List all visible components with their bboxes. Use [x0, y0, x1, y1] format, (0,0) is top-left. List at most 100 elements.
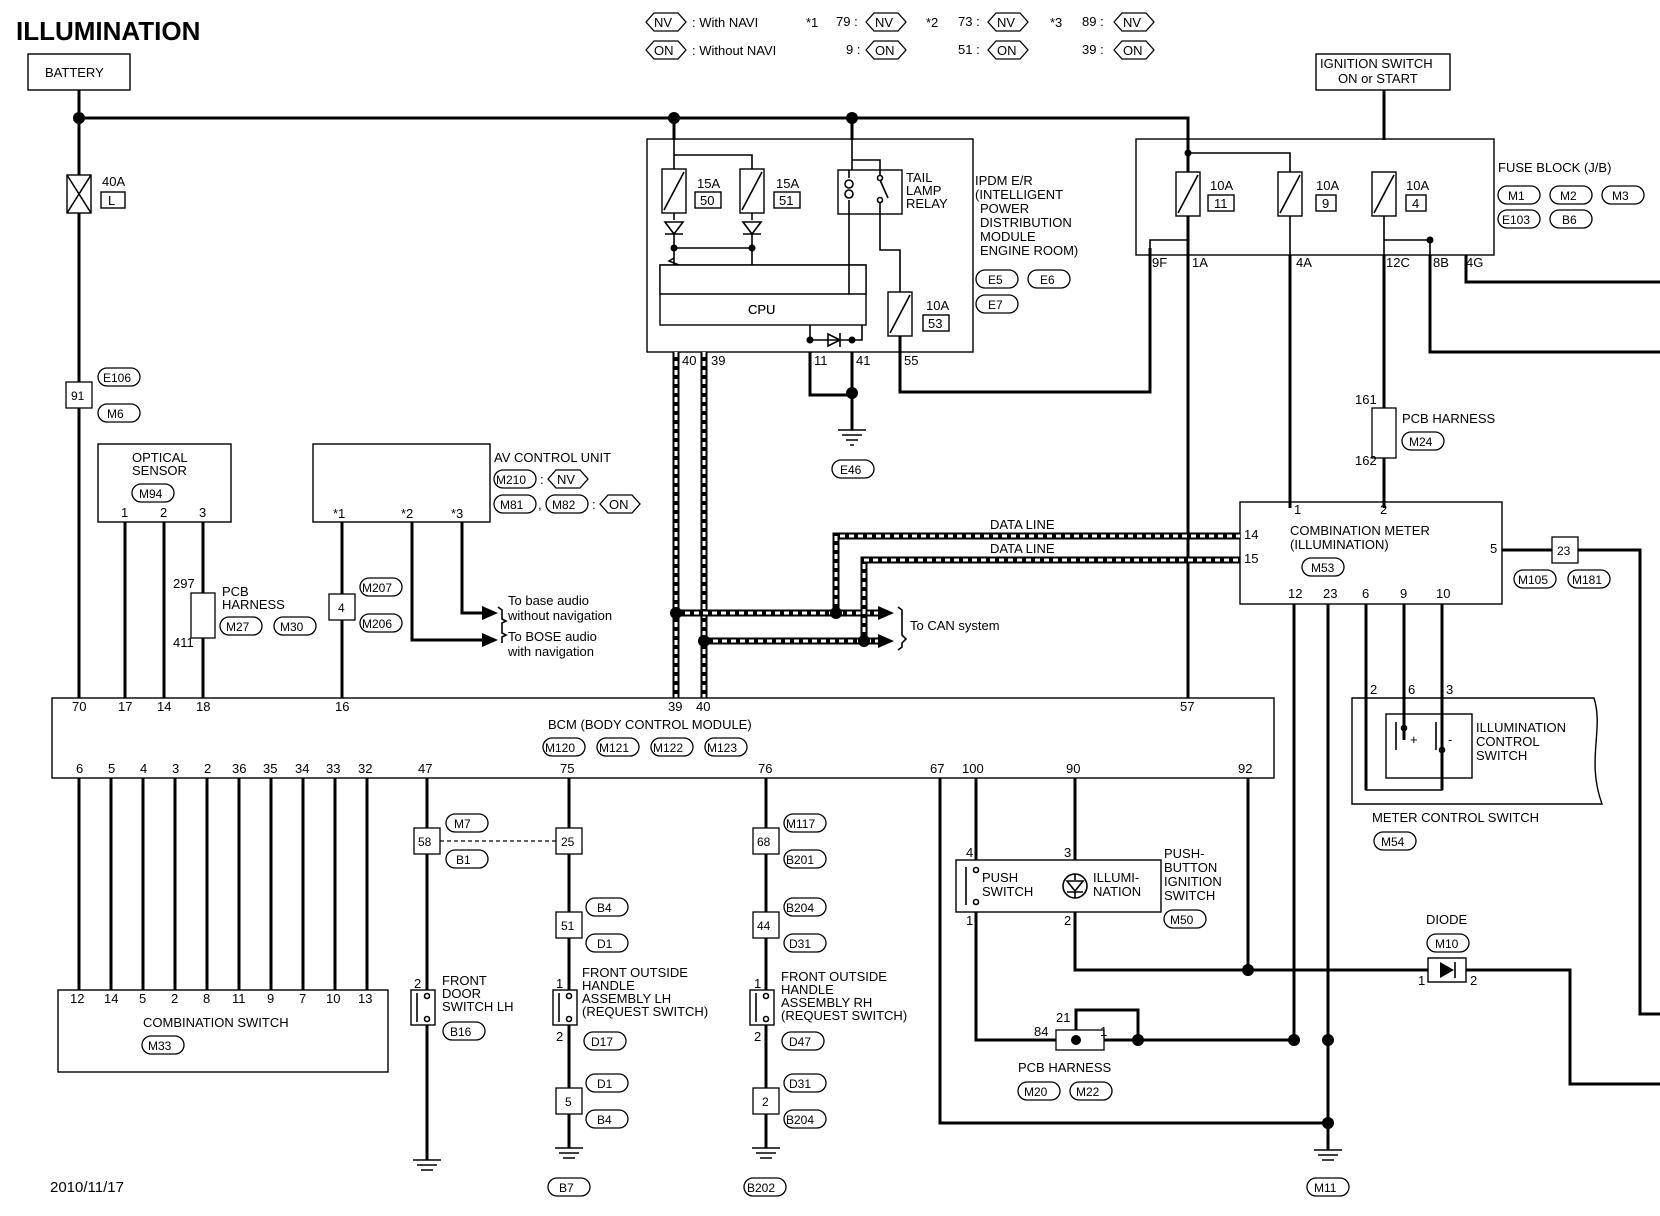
- svg-text:M210: M210: [496, 473, 526, 487]
- svg-text:40: 40: [696, 699, 710, 714]
- svg-text:ASSEMBLY RH: ASSEMBLY RH: [781, 995, 872, 1010]
- svg-text:1: 1: [1100, 1024, 1107, 1039]
- svg-text:297: 297: [173, 576, 195, 591]
- svg-text:(REQUEST SWITCH): (REQUEST SWITCH): [781, 1008, 907, 1023]
- svg-text:M53: M53: [1311, 561, 1335, 575]
- svg-text:39: 39: [668, 699, 682, 714]
- svg-text:1: 1: [556, 976, 563, 991]
- fuse-block-jb: 10A 11 10A 9 10A 4 9F 1A 4A 12C 8B 4G FU…: [1135, 138, 1645, 270]
- svg-text:ON: ON: [997, 43, 1017, 58]
- svg-text:1: 1: [966, 913, 973, 928]
- svg-text:SWITCH LH: SWITCH LH: [442, 999, 514, 1014]
- svg-text:M181: M181: [1572, 573, 1602, 587]
- svg-text:40A: 40A: [102, 174, 125, 189]
- svg-text:B4: B4: [597, 901, 612, 915]
- svg-text:SWITCH: SWITCH: [1164, 888, 1215, 903]
- front-door-switch-lh: 2 FRONT DOOR SWITCH LH B16: [410, 973, 514, 1041]
- svg-text:M33: M33: [148, 1039, 172, 1053]
- svg-text:*1: *1: [806, 15, 818, 30]
- svg-text:2: 2: [204, 761, 211, 776]
- svg-text:3: 3: [199, 505, 206, 520]
- svg-text:M94: M94: [139, 487, 163, 501]
- svg-text:M123: M123: [707, 741, 737, 755]
- svg-text:D17: D17: [591, 1035, 613, 1049]
- svg-text:DATA LINE: DATA LINE: [990, 541, 1055, 556]
- svg-text:5: 5: [139, 991, 146, 1006]
- svg-text:NV: NV: [875, 15, 893, 30]
- date-stamp: 2010/11/17: [50, 1179, 124, 1196]
- front-outside-handle-rh: 68 M117 B201 44 B204 D31 1 2 FRONT OUTSI…: [743, 813, 907, 1197]
- svg-text:2: 2: [171, 991, 178, 1006]
- svg-text:ON or START: ON or START: [1338, 71, 1418, 86]
- svg-text:E6: E6: [1040, 273, 1055, 287]
- pcb-harness-m24: 161 162 PCB HARNESS M24: [1355, 392, 1496, 468]
- meter-control-switch: + - 2 6 3 ILLUMINATION CONTROL SWITCH ME…: [1351, 682, 1603, 851]
- svg-text:BCM (BODY CONTROL MODULE): BCM (BODY CONTROL MODULE): [548, 717, 752, 732]
- svg-text:M105: M105: [1518, 573, 1548, 587]
- svg-text:M50: M50: [1170, 913, 1194, 927]
- svg-text:75: 75: [560, 761, 574, 776]
- svg-text:M20: M20: [1024, 1085, 1048, 1099]
- joint-23: 23 M105 M181: [1513, 536, 1611, 589]
- svg-text:9: 9: [1322, 196, 1329, 211]
- svg-text:M24: M24: [1409, 435, 1433, 449]
- svg-text:2: 2: [754, 1029, 761, 1044]
- svg-text::: :: [592, 497, 596, 512]
- svg-text:NV: NV: [557, 472, 575, 487]
- svg-text:HANDLE: HANDLE: [781, 982, 834, 997]
- svg-text:51 :: 51 :: [958, 42, 980, 57]
- svg-text:39 :: 39 :: [1082, 42, 1104, 57]
- svg-text:E5: E5: [988, 273, 1003, 287]
- svg-text:4A: 4A: [1296, 255, 1312, 270]
- svg-text:89 :: 89 :: [1082, 14, 1104, 29]
- front-outside-handle-lh: 51 B4 D1 1 2 FRONT OUTSIDE HANDLE ASSEMB…: [547, 897, 708, 1197]
- svg-text:2: 2: [1470, 973, 1477, 988]
- svg-text:41: 41: [856, 353, 870, 368]
- ipdm-er: 15A 50 15A 51 CPU CPU TAIL: [646, 138, 1078, 368]
- svg-text:: With NAVI: : With NAVI: [692, 15, 758, 30]
- svg-text:M206: M206: [362, 617, 392, 631]
- svg-text:67: 67: [930, 761, 944, 776]
- joint-25: 25: [555, 827, 583, 855]
- svg-text:,: ,: [538, 497, 542, 512]
- svg-text:ILLUMINATION: ILLUMINATION: [1476, 720, 1566, 735]
- svg-text:To BOSE audio: To BOSE audio: [508, 629, 597, 644]
- svg-text:100: 100: [962, 761, 984, 776]
- svg-text:M207: M207: [362, 581, 392, 595]
- svg-text:D1: D1: [597, 1077, 613, 1091]
- svg-text:without navigation: without navigation: [507, 608, 612, 623]
- svg-text:B6: B6: [1562, 213, 1577, 227]
- svg-text:9: 9: [267, 991, 274, 1006]
- svg-text:M117: M117: [786, 817, 815, 831]
- svg-text:2: 2: [1370, 682, 1377, 697]
- optical-sensor: OPTICAL SENSOR M94 1 2 3: [97, 443, 232, 523]
- svg-text:21: 21: [1056, 1010, 1070, 1025]
- svg-text:4G: 4G: [1466, 255, 1483, 270]
- svg-text:E7: E7: [988, 298, 1003, 312]
- svg-text:: Without NAVI: : Without NAVI: [692, 43, 776, 58]
- combination-switch: 12 14 5 2 8 11 9 7 10 13 COMBINATION SWI…: [57, 989, 389, 1073]
- svg-text:ON: ON: [654, 43, 674, 58]
- svg-text:M2: M2: [1560, 189, 1577, 203]
- svg-text:BUTTON: BUTTON: [1164, 860, 1217, 875]
- audio-labels: To base audio without navigation To BOSE…: [507, 593, 612, 659]
- svg-text:B4: B4: [597, 1113, 612, 1127]
- svg-text:M54: M54: [1381, 835, 1405, 849]
- svg-text:68: 68: [757, 835, 771, 849]
- svg-text:TAIL: TAIL: [906, 170, 933, 185]
- svg-text:14: 14: [157, 699, 171, 714]
- svg-text:M22: M22: [1076, 1085, 1100, 1099]
- svg-text:6: 6: [76, 761, 83, 776]
- svg-text:NATION: NATION: [1093, 884, 1141, 899]
- svg-text:HANDLE: HANDLE: [582, 978, 635, 993]
- svg-text:M27: M27: [226, 620, 250, 634]
- svg-text:10A: 10A: [1406, 178, 1429, 193]
- svg-text:161: 161: [1355, 392, 1377, 407]
- svg-text:40: 40: [682, 353, 696, 368]
- svg-text:PUSH: PUSH: [982, 870, 1018, 885]
- svg-text:B201: B201: [786, 853, 814, 867]
- svg-text:To CAN system: To CAN system: [910, 618, 1000, 633]
- svg-text:NV: NV: [1123, 15, 1141, 30]
- svg-text:18: 18: [196, 699, 210, 714]
